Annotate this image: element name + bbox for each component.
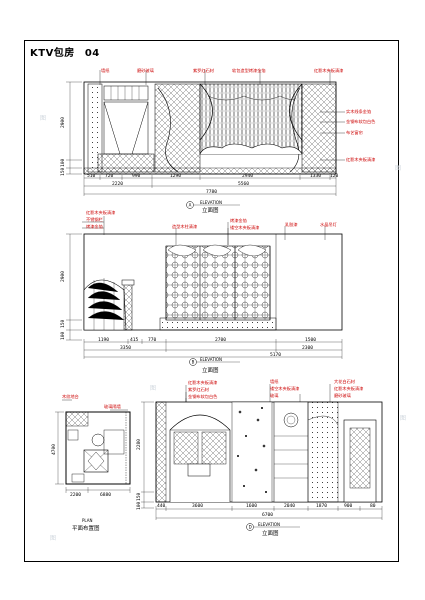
label: 实木线条金箔 (346, 108, 371, 115)
dim-width: 990 (132, 173, 141, 179)
label: 造型木柱清漆 (172, 223, 197, 230)
dim-total: 5170 (270, 352, 281, 358)
dim-width: 1190 (98, 337, 109, 343)
caption-en: ELEVATION (200, 200, 222, 205)
label: 布艺窗帘 (346, 129, 363, 136)
dim-height: 4700 (51, 444, 57, 455)
dim-width: 1330 (310, 173, 321, 179)
elevation-b: 红影木夹板清漆 不锈钢栏 烤漆金箔 造型木柱清漆 烤漆金箔 镂空木夹板清漆 乳胶… (60, 209, 343, 374)
dim-width: 720 (105, 173, 114, 179)
watermark-glyph: 图 (395, 165, 401, 172)
dim-width: 5560 (238, 181, 249, 187)
label: 软包造型烤漆金箔 (232, 67, 266, 74)
dim-width: 2940 (242, 173, 253, 179)
dim-width: 440 (157, 503, 166, 509)
label: 木纹地台 (62, 393, 79, 400)
dim-width: 6880 (100, 492, 111, 498)
label: 红影木夹板清漆 (188, 379, 217, 386)
caption-cn: 立面图 (202, 206, 219, 214)
dim-height: 2900 (60, 271, 66, 282)
dim-width: 415 (130, 337, 139, 343)
label: 磨砂玻璃 (334, 392, 351, 399)
label: 大花白石材 (334, 378, 355, 385)
caption-cn: 立面图 (262, 529, 279, 537)
label: 水晶吊灯 (320, 221, 338, 228)
watermark-glyph: 图 (400, 415, 406, 422)
dim-width: 2700 (215, 337, 226, 343)
label: 红影木夹板清漆 (346, 156, 375, 163)
elevation-a: 墙纸 磨砂玻璃 紫罗红石材 软包造型烤漆金箔 红影木夹板清漆 实木线条金箔 金钢… (60, 67, 376, 214)
label: 紫罗红石材 (188, 386, 209, 393)
label: 玻璃 (270, 392, 278, 399)
label: 乳胶漆 (285, 221, 298, 228)
dim-height: 100 (136, 501, 142, 510)
caption-en: ELEVATION (200, 357, 222, 362)
dim-width: 2200 (70, 492, 81, 498)
sheet-title: KTV包房 04 (30, 44, 110, 59)
watermark-glyph: 图 (150, 385, 156, 392)
dim-total: 6700 (262, 512, 273, 518)
watermark-glyph: 图 (50, 535, 56, 542)
sheet-title-name: KTV包房 (30, 48, 75, 59)
caption-cn: 立面图 (202, 366, 219, 374)
elevation-marker: B (192, 360, 195, 365)
label: 紫罗红石材 (193, 67, 214, 74)
dim-width: 2040 (284, 503, 295, 509)
label: 磨砂玻璃 (137, 67, 154, 74)
dim-width: 120 (330, 173, 339, 179)
dim-height: 100 (60, 331, 66, 340)
label: 烤漆金箔 (230, 217, 247, 224)
label: 金钢布软包白色 (188, 393, 218, 400)
label: 红影木夹板清漆 (86, 209, 115, 216)
dim-width: 3600 (192, 503, 203, 509)
label: 烤漆金箔 (86, 223, 103, 230)
label: 不锈钢栏 (86, 216, 103, 223)
label: 墙纸 (270, 378, 279, 385)
dim-width: 1600 (246, 503, 257, 509)
label: 红影木夹板清漆 (314, 67, 343, 74)
dim-width: 1500 (305, 337, 316, 343)
label: 镂空木夹板清漆 (270, 385, 299, 392)
label: 镂空木夹板清漆 (230, 224, 259, 231)
label: 红影木夹板清漆 (334, 385, 363, 392)
caption-cn: 平面布置图 (72, 524, 100, 532)
floor-plan: 木纹地台 玻璃隔墙 4700 2200 6880 PLAN 平面布置图 (51, 393, 131, 532)
caption-en: PLAN (82, 518, 92, 523)
elevation-d: 红影木夹板清漆 紫罗红石材 金钢布软包白色 墙纸 镂空木夹板清漆 玻璃 大花白石… (136, 378, 383, 537)
label: 玻璃隔墙 (104, 403, 121, 410)
dim-width: 510 (87, 173, 96, 179)
dim-width: 2220 (112, 181, 123, 187)
dim-width: 3350 (120, 345, 131, 351)
dim-height: 100 (60, 158, 66, 167)
caption-en: ELEVATION (258, 522, 280, 527)
dim-height: 150 (60, 319, 66, 328)
dim-height: 2900 (60, 117, 66, 128)
label: 金钢布软包白色 (346, 118, 376, 125)
dim-width: 80 (370, 503, 376, 509)
dim-width: 1290 (170, 173, 181, 179)
label: 墙纸 (101, 67, 110, 74)
dim-width: 900 (344, 503, 353, 509)
dim-height: 150 (136, 492, 142, 501)
dim-height: 2280 (136, 439, 142, 450)
elevation-marker: A (189, 203, 192, 208)
dim-height: 150 (60, 167, 66, 176)
dim-width: 2300 (302, 345, 313, 351)
elevation-marker: D (249, 525, 252, 530)
dim-width: 1870 (316, 503, 327, 509)
dim-total: 7780 (206, 189, 217, 195)
sheet-title-number: 04 (84, 48, 100, 59)
dim-width: 770 (148, 337, 157, 343)
watermarks: 图 图 图 图 图 (40, 115, 406, 542)
watermark-glyph: 图 (40, 115, 46, 122)
